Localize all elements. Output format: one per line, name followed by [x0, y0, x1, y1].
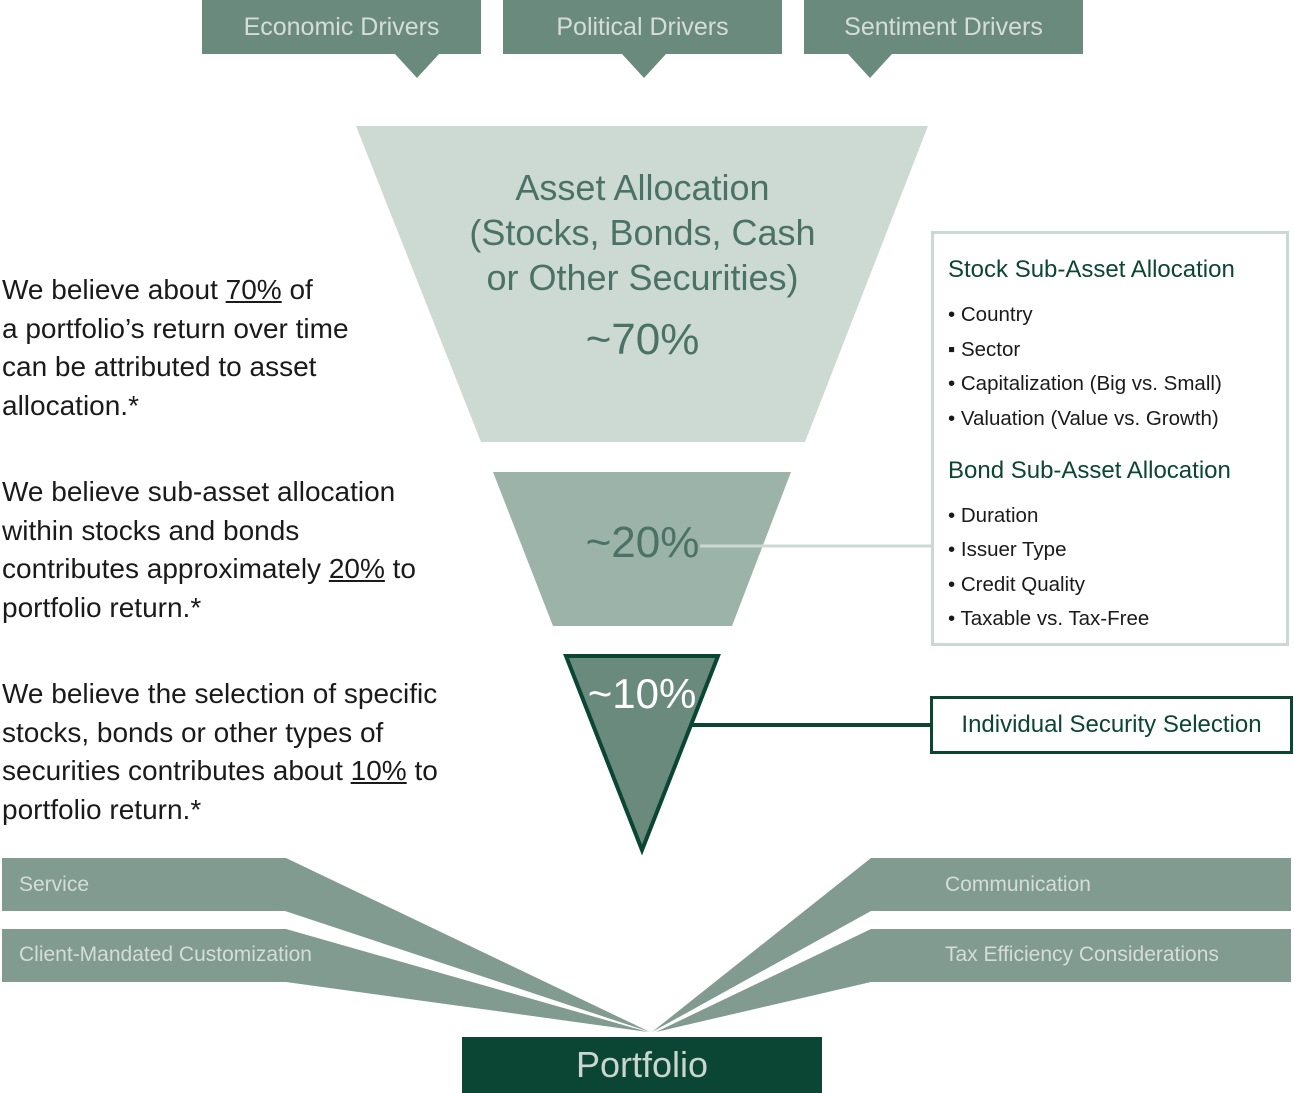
tax-efficiency-band: [656, 929, 1291, 1032]
asset-allocation-title-line: Asset Allocation: [515, 167, 770, 208]
statement-text: portfolio return.*: [2, 793, 202, 825]
bond-item: • Credit Quality: [948, 573, 1086, 596]
statement-text: a portfolio’s return over time: [2, 312, 349, 344]
statement-text: can be attributed to asset: [2, 351, 317, 382]
bond-sub-asset-heading: Bond Sub-Asset Allocation: [948, 457, 1231, 484]
statement-text: of: [281, 274, 313, 305]
security-selection-funnel-tier: [563, 654, 721, 856]
stock-sub-asset-heading: Stock Sub-Asset Allocation: [948, 256, 1235, 283]
stock-item: • Valuation (Value vs. Growth): [948, 407, 1219, 430]
security-selection-statement: We believe the selection of specific sto…: [2, 675, 438, 829]
statement-text: We believe about: [2, 274, 226, 305]
security-selection-percent: ~10%: [587, 670, 697, 717]
tax-efficiency-label: Tax Efficiency Considerations: [945, 943, 1219, 966]
asset-allocation-funnel-tier: [356, 126, 928, 442]
statement-text: contributes approximately: [2, 553, 329, 584]
asset-allocation-percent: ~70%: [585, 315, 700, 364]
stock-item: • Country: [948, 303, 1033, 326]
statement-text: allocation.*: [2, 389, 139, 421]
individual-security-selection-box: Individual Security Selection: [930, 696, 1293, 754]
asset-allocation-title: Asset Allocation (Stocks, Bonds, Cash or…: [420, 165, 865, 300]
statement-text: to: [384, 553, 417, 584]
bond-item: • Duration: [948, 504, 1039, 527]
statement-text: portfolio return.*: [2, 591, 202, 623]
political-driver-arrow: [622, 54, 666, 78]
service-band: [2, 858, 650, 1032]
bond-item: • Issuer Type: [948, 538, 1067, 561]
sub-asset-percent: ~20%: [585, 518, 700, 567]
asset-allocation-title-line: or Other Securities): [486, 257, 799, 298]
statement-text: within stocks and bonds: [2, 514, 300, 546]
stock-item: ▪ Sector: [948, 338, 1021, 361]
client-mandated-customization-label: Client-Mandated Customization: [19, 943, 312, 966]
asset-allocation-statement: We believe about 70% of a portfolio’s re…: [2, 271, 349, 425]
sub-asset-funnel-tier: [493, 472, 791, 626]
customization-band: [2, 929, 648, 1032]
statement-highlight: 10%: [350, 755, 407, 786]
political-drivers-label: Political Drivers: [503, 0, 782, 54]
asset-allocation-title-line: (Stocks, Bonds, Cash: [469, 212, 816, 253]
stock-item: • Capitalization (Big vs. Small): [948, 372, 1222, 395]
sub-asset-allocation-box: Stock Sub-Asset Allocation • Country ▪ S…: [931, 231, 1289, 646]
sentiment-driver-arrow: [848, 54, 892, 78]
service-label: Service: [19, 873, 90, 896]
statement-highlight: 20%: [328, 553, 385, 584]
statement-text: We believe the selection of specific: [2, 678, 438, 709]
statement-highlight: 70%: [225, 274, 282, 305]
communication-label: Communication: [945, 873, 1091, 896]
communication-band: [652, 858, 1291, 1032]
economic-driver-arrow: [395, 54, 439, 78]
economic-drivers-label: Economic Drivers: [202, 0, 481, 54]
statement-text: We believe sub-asset allocation: [2, 476, 396, 507]
statement-text: securities contributes about: [2, 755, 351, 786]
statement-text: to: [406, 755, 438, 786]
portfolio-box: Portfolio: [462, 1037, 822, 1093]
sentiment-drivers-label: Sentiment Drivers: [804, 0, 1083, 54]
bond-item: • Taxable vs. Tax-Free: [948, 607, 1150, 630]
sub-asset-statement: We believe sub-asset allocation within s…: [2, 473, 416, 627]
statement-text: stocks, bonds or other types of: [2, 716, 384, 748]
